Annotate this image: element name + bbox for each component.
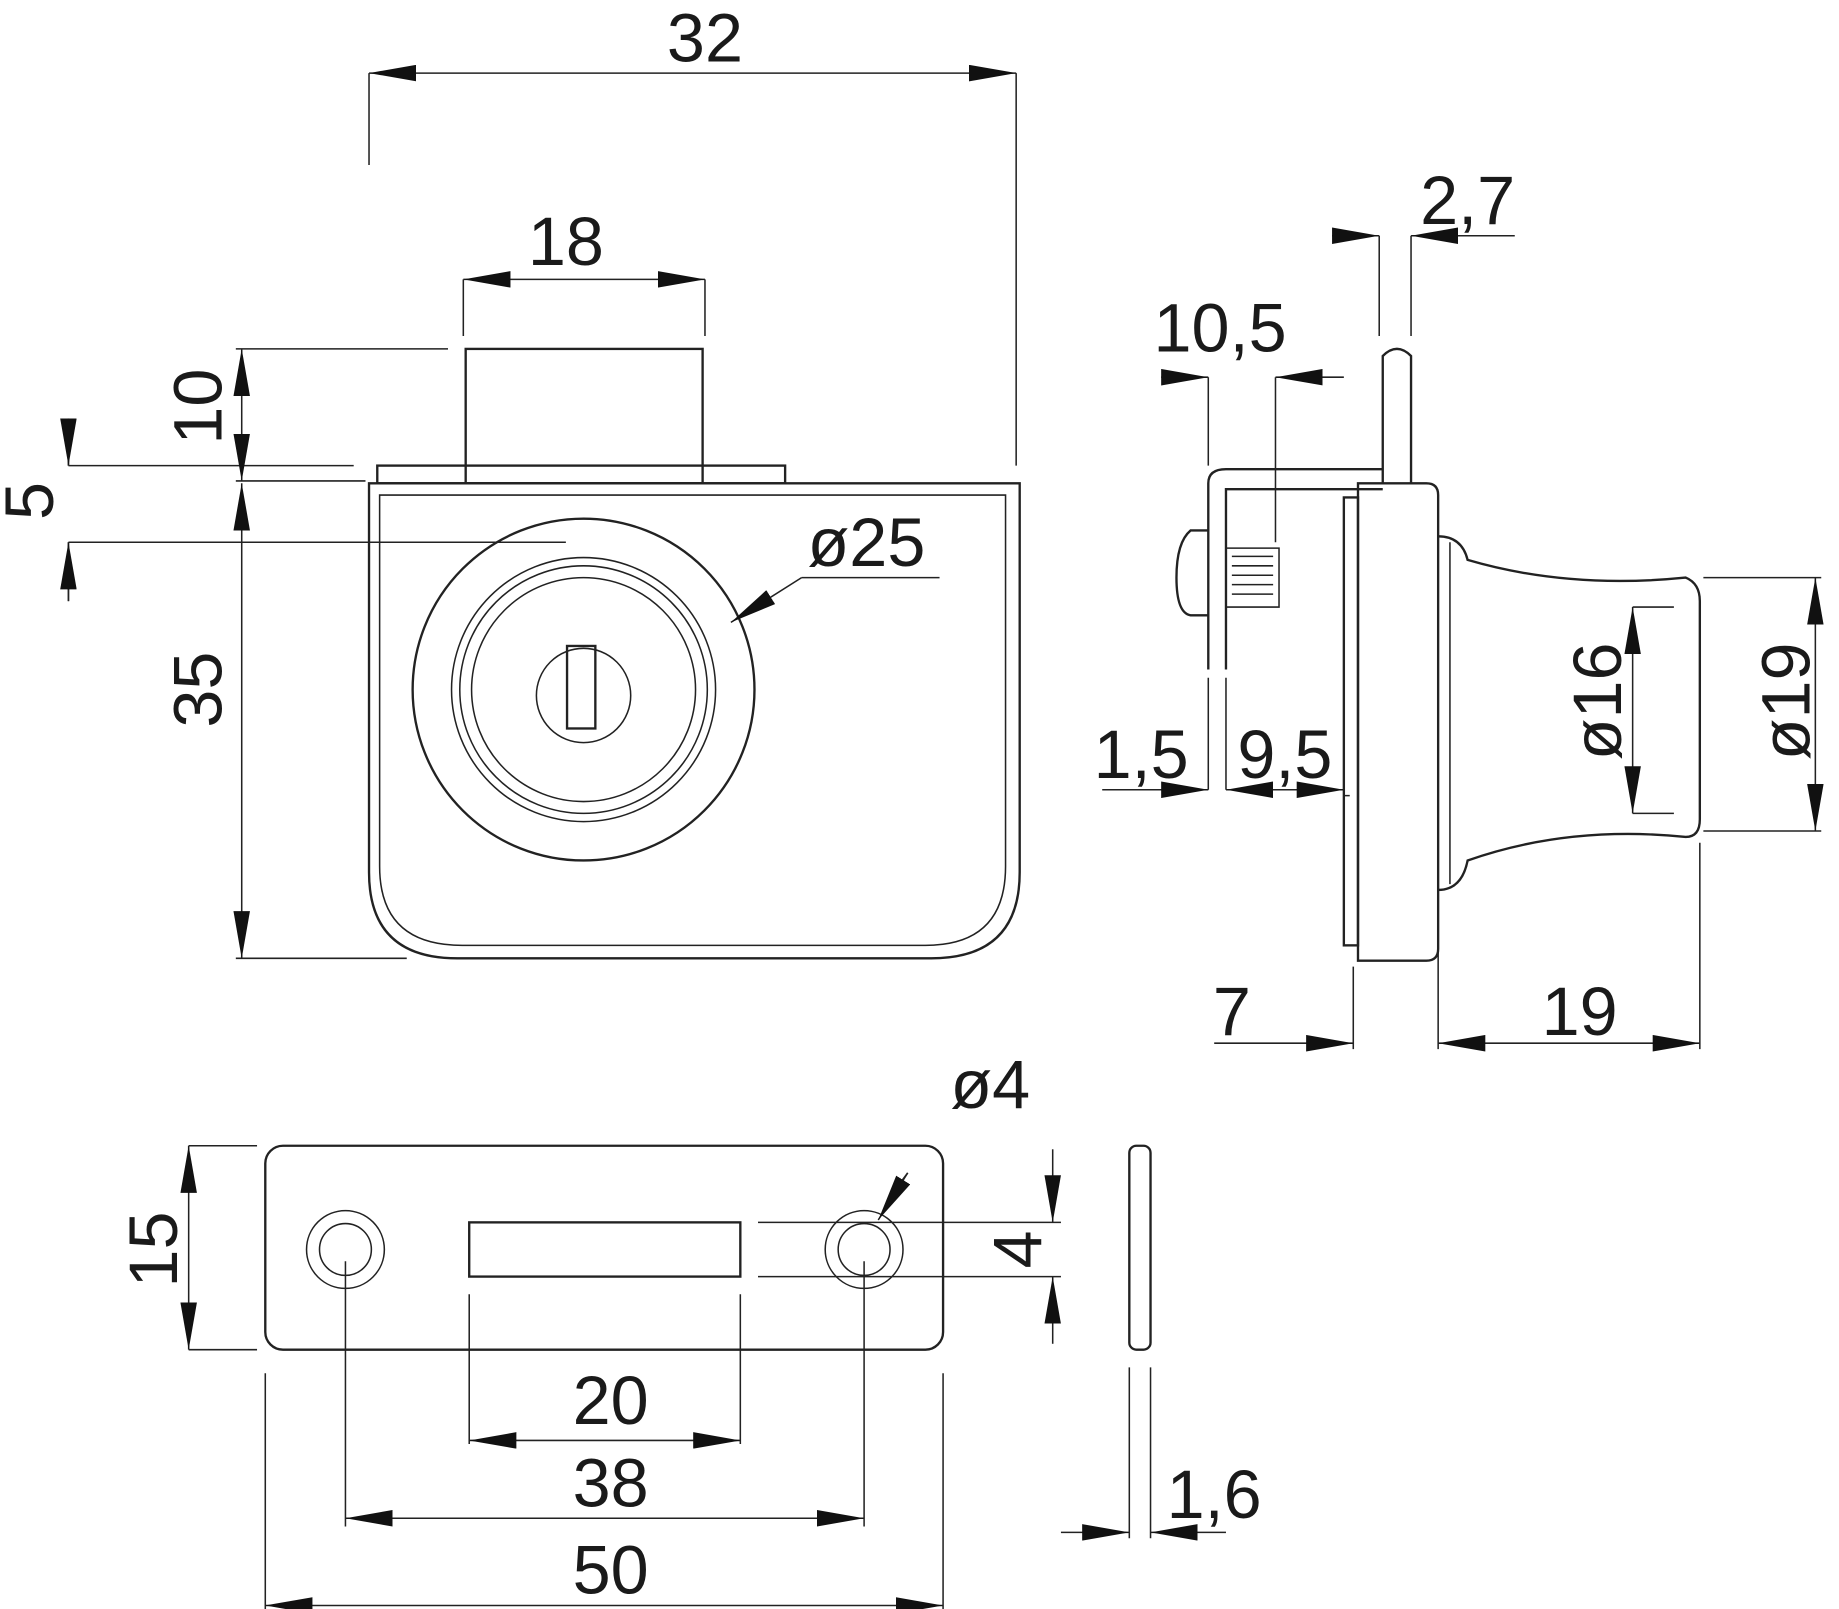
dim-slot-length: 20 [573, 1363, 649, 1439]
dim-offset-b: 9,5 [1237, 717, 1332, 793]
dim-body-depth: 7 [1213, 974, 1251, 1050]
dim-plate-thickness: 1,6 [1167, 1457, 1262, 1533]
dim-knob-length: 19 [1542, 974, 1618, 1050]
dim-hole-diameter: ø4 [950, 1047, 1030, 1123]
side-view: 2,7 10,5 1,5 9,5 7 19 ø16 ø19 [1094, 163, 1824, 1052]
dim-offset-a: 1,5 [1094, 717, 1189, 793]
dim-cylinder-diameter: ø25 [808, 505, 926, 581]
dim-knob-diameter: ø19 [1748, 642, 1824, 760]
dim-bolt-height: 10 [161, 369, 237, 445]
dim-hole-size: 4 [980, 1230, 1056, 1268]
dim-hole-spacing: 38 [573, 1445, 649, 1521]
dim-bracket-depth: 10,5 [1154, 290, 1287, 366]
dim-plate-thickness: 2,7 [1420, 163, 1515, 239]
strike-plate-view: 15 4 ø4 20 38 50 1,6 [116, 1047, 1262, 1609]
dim-bolt-width: 18 [528, 204, 604, 280]
dim-plate-height: 15 [116, 1211, 192, 1287]
front-view: 32 18 10 5 35 ø25 [0, 0, 1021, 960]
dim-flange: 5 [0, 482, 68, 520]
dim-knob-neck: ø16 [1560, 642, 1636, 760]
dim-body-height: 35 [161, 652, 237, 728]
dim-plate-length: 50 [573, 1533, 649, 1609]
dim-width: 32 [667, 0, 743, 76]
